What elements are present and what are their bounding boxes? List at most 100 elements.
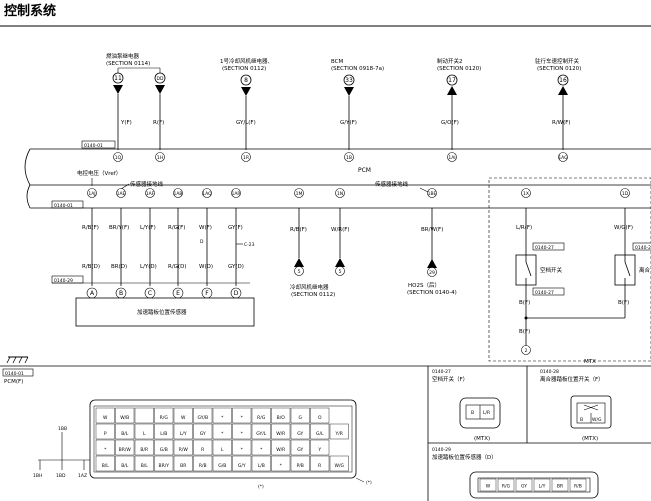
pcm-pin-cell xyxy=(154,407,174,424)
pcm-pin-label: R/W xyxy=(179,447,189,453)
pcm-pin-label: BR xyxy=(180,463,186,469)
svg-text:0140-29: 0140-29 xyxy=(54,278,73,284)
pcm-pin-label: * xyxy=(241,415,244,421)
pcm-pin-label: W xyxy=(103,415,108,421)
svg-text:R/G(D): R/G(D) xyxy=(168,264,186,270)
svg-text:Y(F): Y(F) xyxy=(120,120,132,126)
svg-text:1BD: 1BD xyxy=(56,473,66,479)
svg-text:L/R(F): L/R(F) xyxy=(516,225,532,231)
pcm-pin-label: G/L xyxy=(316,431,324,437)
pcm-pin-label: BR/Y xyxy=(159,463,170,469)
pcm-pin-cell xyxy=(271,439,291,456)
svg-text:W/G: W/G xyxy=(592,417,602,423)
svg-text:1B: 1B xyxy=(346,155,352,161)
wire-column-2: DD R(F) xyxy=(153,72,166,150)
pcm-pin-label: B/L xyxy=(121,463,129,469)
svg-text:0140-27: 0140-27 xyxy=(535,290,554,296)
svg-text:29: 29 xyxy=(429,270,435,276)
pcm-pin-label: B/L xyxy=(141,463,149,469)
svg-text:1AQ: 1AQ xyxy=(202,191,212,197)
svg-text:离合: 离合 xyxy=(639,266,651,274)
pcm-pin-label: G/B xyxy=(218,463,226,469)
svg-text:C-23: C-23 xyxy=(244,242,255,248)
svg-text:(*): (*) xyxy=(366,480,372,486)
svg-text:G/Y(F): G/Y(F) xyxy=(340,120,357,126)
pcm-middle-pins: 电控电压（Vref） 传感器接地线 传感器接地线 1AJ 1AE 1AF 1AB… xyxy=(77,169,630,198)
pcm-pin-label: B/L xyxy=(121,431,129,437)
pcm-pin-label: L/B xyxy=(258,463,265,469)
pcm-pin-cell xyxy=(232,439,252,456)
pcm-pin-label: * xyxy=(104,447,107,453)
svg-text:冷却风机继电器: 冷却风机继电器 xyxy=(290,283,329,291)
svg-text:1Q: 1Q xyxy=(115,155,122,161)
accel-pin-label: R/G xyxy=(502,484,511,490)
pcm-pin-label: P xyxy=(104,431,107,437)
svg-text:(SECTION 0120): (SECTION 0120) xyxy=(437,66,481,72)
svg-text:制动开关2: 制动开关2 xyxy=(437,57,463,65)
svg-text:传感器接地线: 传感器接地线 xyxy=(375,180,409,188)
svg-text:R/B(D): R/B(D) xyxy=(82,264,100,270)
svg-text:1H: 1H xyxy=(157,155,163,161)
pcm-pin-label: L xyxy=(221,447,224,453)
svg-text:空档开关（F）: 空档开关（F） xyxy=(432,375,468,383)
pcm-pin-cell xyxy=(271,423,291,440)
pcm-pin-label: L/B xyxy=(160,431,167,437)
svg-text:BR/Y(F): BR/Y(F) xyxy=(109,225,129,231)
accel-pin-cell xyxy=(515,478,533,492)
pcm-upper-pins: 1Q 1H 1R 1B 1AI 1AG xyxy=(113,152,568,162)
accel-pin-label: W xyxy=(486,484,491,490)
switch-wires: L/R(F) W/G(F) 0140-27 0140-2 空档开关 离合 014… xyxy=(515,208,651,355)
accel-pin-cell xyxy=(533,478,551,492)
svg-text:BR/W(F): BR/W(F) xyxy=(421,227,443,233)
pcm-pin-cell xyxy=(173,455,193,472)
pcm-pin-cell xyxy=(134,407,154,424)
accel-pin-cell xyxy=(569,478,587,492)
pcm-pin-label: G/Y xyxy=(238,463,246,469)
fuel-pump-relay: 燃油泵继电器 (SECTION 0114) xyxy=(106,52,161,73)
svg-text:W(F): W(F) xyxy=(199,225,212,231)
svg-text:0140-01: 0140-01 xyxy=(5,371,24,377)
svg-text:GY(F): GY(F) xyxy=(228,225,243,231)
pcm-pin-cell xyxy=(310,407,330,424)
pcm-pin-label: L xyxy=(143,431,146,437)
pcm-pin-cell xyxy=(95,439,115,456)
svg-text:1AG: 1AG xyxy=(558,155,568,161)
pcm-pin-label: B/R xyxy=(140,447,148,453)
svg-text:L/R: L/R xyxy=(483,410,490,416)
pcm-pin-label: BR/W xyxy=(119,447,132,453)
svg-text:(SECTION 0112): (SECTION 0112) xyxy=(291,292,335,298)
svg-text:D: D xyxy=(234,290,239,297)
svg-text:E: E xyxy=(176,290,180,297)
svg-text:电控电压（Vref）: 电控电压（Vref） xyxy=(77,169,121,177)
pcm-pin-label: R xyxy=(201,447,204,453)
ground-symbol xyxy=(0,356,651,367)
pcm-pin-label: B/O xyxy=(277,415,286,421)
svg-text:PCM: PCM xyxy=(358,167,371,174)
pcm-pin-label: R xyxy=(318,463,321,469)
svg-text:L/Y(D): L/Y(D) xyxy=(140,264,157,270)
pcm-pin-cell xyxy=(115,423,135,440)
svg-text:W(D): W(D) xyxy=(199,264,213,270)
clutch-switch-view: 0140-28 离合器踏板位置开关（F） B W/G (MTX) xyxy=(540,369,612,442)
pcm-pin-cell xyxy=(251,439,271,456)
svg-text:R/B(F): R/B(F) xyxy=(290,227,307,233)
svg-text:L/Y(F): L/Y(F) xyxy=(140,225,156,231)
cooling-fan-relay-1: 1号冷却风机继电器、 (SECTION 0112) 8 GY/L(F) xyxy=(220,57,273,150)
svg-text:5: 5 xyxy=(339,269,342,275)
pcm-pin-cell xyxy=(212,423,232,440)
svg-text:1AI: 1AI xyxy=(448,155,455,161)
svg-text:MTX: MTX xyxy=(584,359,596,365)
svg-text:33: 33 xyxy=(345,77,353,84)
svg-text:(MTX): (MTX) xyxy=(474,436,490,442)
pcm-pin-label: GY xyxy=(297,431,303,437)
svg-text:F: F xyxy=(205,290,209,297)
svg-text:16: 16 xyxy=(559,77,567,84)
pcm-pin-cell xyxy=(193,423,213,440)
svg-text:5: 5 xyxy=(298,269,301,275)
pcm-pin-cell xyxy=(212,455,232,472)
svg-text:C: C xyxy=(148,290,152,297)
pcm-pin-label: R/G xyxy=(257,415,266,421)
